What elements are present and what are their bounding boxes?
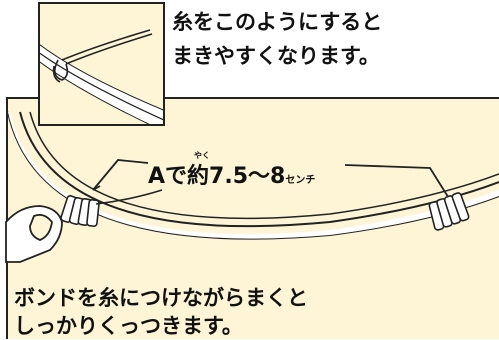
inset-bamboo-strip-icon (40, 44, 163, 124)
measure-kanji: 約 (187, 164, 210, 189)
measure-bracket (92, 159, 451, 201)
measure-unit: センチ (285, 175, 316, 186)
instruction-line1: ボンドを糸につけながらまくと (14, 286, 308, 310)
inset-caption-line2: まきやすくなります。 (172, 44, 380, 68)
inset-thread-loop-icon (52, 29, 153, 83)
thread-wrap-icon (60, 189, 163, 227)
measure-value: 7.5〜8 (209, 164, 286, 189)
finger-icon (5, 205, 63, 263)
inset-illustration (40, 29, 163, 124)
instruction-line2: しっかりくっつきます。 (14, 314, 243, 338)
thread-wrap-right-icon (428, 192, 470, 231)
inset-detail-panel (38, 2, 165, 126)
measurement-label: Aで約7.5〜8センチ (148, 158, 315, 190)
kanji-reading: やく (194, 151, 210, 160)
measure-prefix: Aで (148, 164, 188, 189)
inset-caption-line1: 糸をこのようにすると (172, 10, 383, 34)
